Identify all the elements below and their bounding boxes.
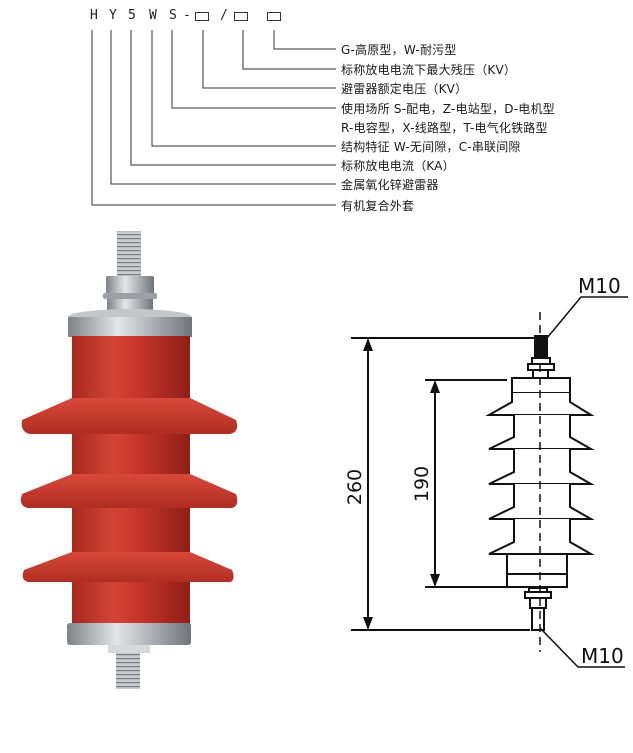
overall-height-label: 260	[344, 469, 366, 505]
legend-metal-oxide: 金属氧化锌避雷器	[341, 178, 439, 192]
top-stud-bolt	[117, 231, 141, 283]
shed-1	[21, 398, 238, 434]
legend-discharge-current: 标称放电电流（KA）	[341, 159, 455, 173]
code-char-y: Y	[109, 8, 117, 23]
bottom-thread-label: M10	[581, 644, 624, 668]
code-char-dash: -	[183, 8, 191, 23]
insulator-height-label: 190	[411, 466, 433, 502]
legend-residual-voltage: 标称放电电流下最大残压（KV）	[341, 63, 517, 77]
code-char-slash: /	[220, 8, 228, 23]
shed-3	[22, 552, 234, 582]
legend-rated-voltage: 避雷器额定电压（KV）	[341, 82, 468, 96]
shed-2	[20, 474, 238, 508]
legend-application-cont: R-电容型，X-线路型，T-电气化铁路型	[341, 121, 548, 135]
model-code-diagram: H Y 5 W S - / G-高原型，W-耐污型 标称放电电流下最大残压（KV…	[0, 0, 633, 220]
legend-application: 使用场所 S-配电，Z-电站型，D-电机型	[341, 102, 555, 116]
product-photo	[0, 220, 300, 749]
legend-type: G-高原型，W-耐污型	[341, 43, 457, 57]
code-box-rated-voltage	[195, 12, 209, 21]
code-box-type	[267, 12, 281, 21]
code-char-w: W	[149, 8, 157, 23]
code-box-residual-voltage	[234, 12, 248, 21]
legend-structure: 结构特征 W-无间隙，C-串联间隙	[341, 140, 521, 154]
code-char-h: H	[90, 8, 98, 23]
bottom-stud-bolt	[116, 653, 140, 689]
top-thread-label: M10	[578, 274, 621, 298]
bottom-metal-cap	[67, 623, 191, 645]
top-nut	[106, 276, 154, 294]
code-leader-lines	[91, 30, 336, 206]
code-char-s: S	[169, 8, 177, 23]
legend-composite-housing: 有机复合外套	[341, 199, 415, 213]
code-char-5: 5	[128, 8, 136, 23]
dimension-drawing: 260 190	[330, 260, 633, 680]
top-metal-cap	[68, 317, 192, 337]
